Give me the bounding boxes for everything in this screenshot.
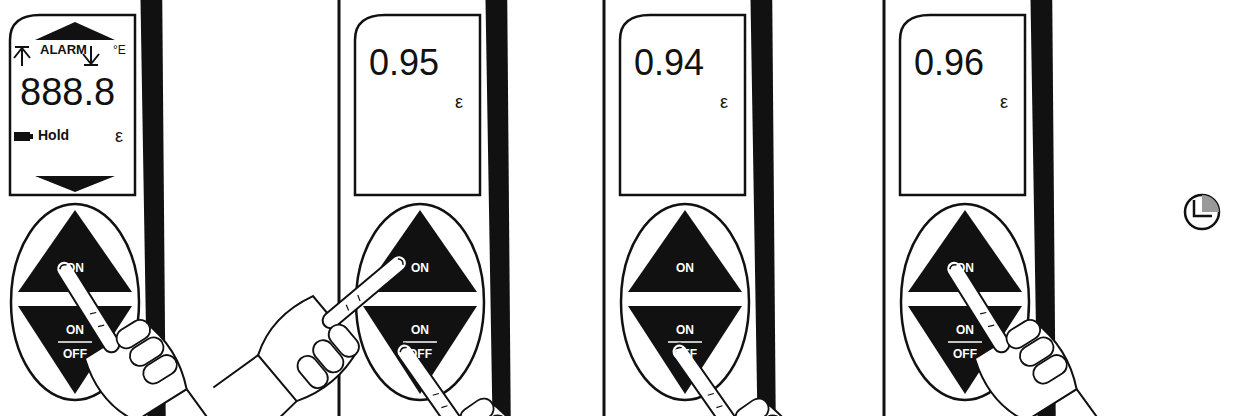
lcd-display: 0.94 ε: [620, 15, 745, 195]
thermometer-body: [604, 0, 776, 416]
pointing-hand: [372, 318, 571, 416]
pointing-hand: [31, 237, 222, 416]
display-text: 888.8: [20, 73, 115, 111]
lcd-display: 0.96 ε: [900, 15, 1025, 195]
button-label: OFF: [673, 348, 697, 360]
display-text: ε: [115, 127, 123, 145]
display-text: ε: [720, 93, 728, 111]
button-label: ON: [66, 262, 84, 274]
pointing-hand: [207, 232, 436, 416]
button-label: ON: [676, 262, 694, 274]
button-label: OFF: [953, 348, 977, 360]
display-text: ε: [455, 93, 463, 111]
display-text: ε: [1000, 93, 1008, 111]
button-label: ON: [676, 324, 694, 336]
pointing-hand: [647, 318, 846, 416]
display-text: 0.94: [634, 45, 704, 81]
button-label: ON: [66, 324, 84, 336]
button-label: ON: [411, 324, 429, 336]
button-label: ON: [411, 262, 429, 274]
lcd-display: ALARM °E 888.8Hold ε: [10, 15, 135, 195]
display-text: 0.95: [369, 45, 439, 81]
display-text: 0.96: [914, 45, 984, 81]
pointing-hand: [921, 237, 1112, 416]
button-label: ON: [956, 324, 974, 336]
button-label: OFF: [63, 348, 87, 360]
lcd-display: 0.95 ε: [355, 15, 480, 195]
clock-icon: [1185, 195, 1219, 229]
button-label: ON: [956, 262, 974, 274]
display-text: Hold: [38, 128, 69, 142]
display-text: °E: [113, 44, 126, 56]
button-label: OFF: [408, 348, 432, 360]
display-text: ALARM: [40, 43, 87, 56]
display-symbols: [14, 22, 115, 192]
thermometer-body: [339, 0, 511, 416]
